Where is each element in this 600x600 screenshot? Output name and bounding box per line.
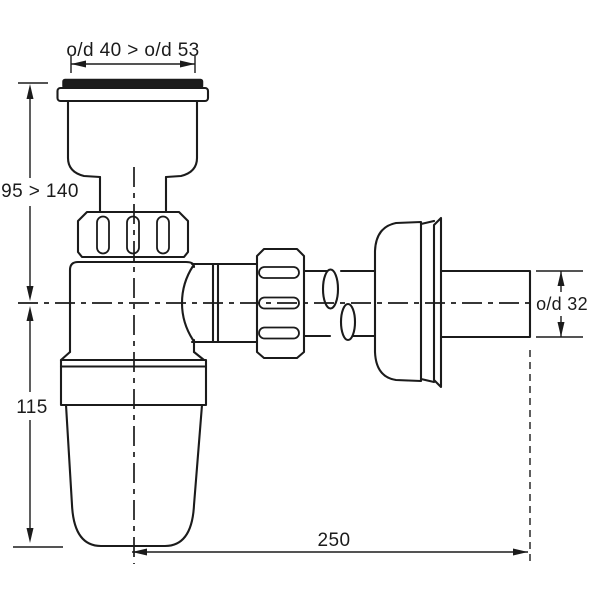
bottle-cup-outline bbox=[64, 403, 204, 548]
rosette-flare-lines bbox=[419, 219, 436, 384]
inlet-nut-slot bbox=[96, 215, 110, 255]
inlet-diameter-label: o/d 40 > o/d 53 bbox=[66, 40, 199, 61]
inlet-cup-assembly bbox=[56, 78, 210, 214]
arrow-down-icon bbox=[557, 322, 565, 337]
pipe-break-symbol bbox=[339, 302, 357, 342]
dim-extension-lines bbox=[536, 270, 583, 338]
wall-rosette bbox=[373, 216, 443, 389]
arrow-right-icon bbox=[513, 548, 528, 556]
outlet-nut-slot bbox=[258, 326, 300, 340]
inlet-tailpipe bbox=[98, 175, 168, 214]
inlet-nut-slot bbox=[156, 215, 170, 255]
rosette-bell bbox=[373, 220, 423, 383]
dim-body-height: 115 bbox=[13, 306, 63, 548]
arrow-up-icon bbox=[26, 306, 34, 321]
arrow-down-icon bbox=[26, 528, 34, 543]
arrow-left-icon bbox=[71, 60, 86, 68]
arrow-up-icon bbox=[557, 271, 565, 286]
body-height-label: 115 bbox=[16, 397, 48, 418]
wall-pipe bbox=[439, 269, 532, 339]
inlet-seal-gasket bbox=[62, 78, 204, 89]
outlet-nut-slot bbox=[258, 266, 300, 279]
outlet-diameter-label: o/d 32 bbox=[536, 294, 588, 314]
inlet-cup-outline bbox=[66, 99, 199, 179]
centerlines bbox=[18, 167, 530, 564]
pipe-break-symbol bbox=[321, 268, 340, 310]
inlet-nut bbox=[76, 210, 190, 259]
inlet-nut-slot bbox=[126, 215, 140, 255]
bottle-cup bbox=[64, 403, 204, 548]
arrow-right-icon bbox=[180, 60, 195, 68]
outlet-pipe bbox=[302, 268, 377, 342]
pipe-segment-left bbox=[302, 269, 332, 338]
dim-outlet-diameter: o/d 32 bbox=[536, 270, 588, 338]
dim-inlet-height: 95 > 140 bbox=[1, 82, 79, 301]
arrow-up-icon bbox=[26, 84, 34, 99]
wall-pipe-outline bbox=[439, 269, 532, 339]
inlet-cup-rim bbox=[56, 86, 210, 103]
inlet-height-label: 95 > 140 bbox=[1, 181, 79, 202]
trap-body-outline bbox=[68, 260, 196, 354]
dim-outlet-length: 250 bbox=[132, 350, 531, 563]
arrow-down-icon bbox=[26, 286, 34, 301]
body-flare bbox=[59, 350, 206, 362]
dim-inlet-diameter: o/d 40 > o/d 53 bbox=[66, 40, 199, 73]
arrow-left-icon bbox=[132, 548, 147, 556]
outlet-length-label: 250 bbox=[318, 530, 351, 551]
